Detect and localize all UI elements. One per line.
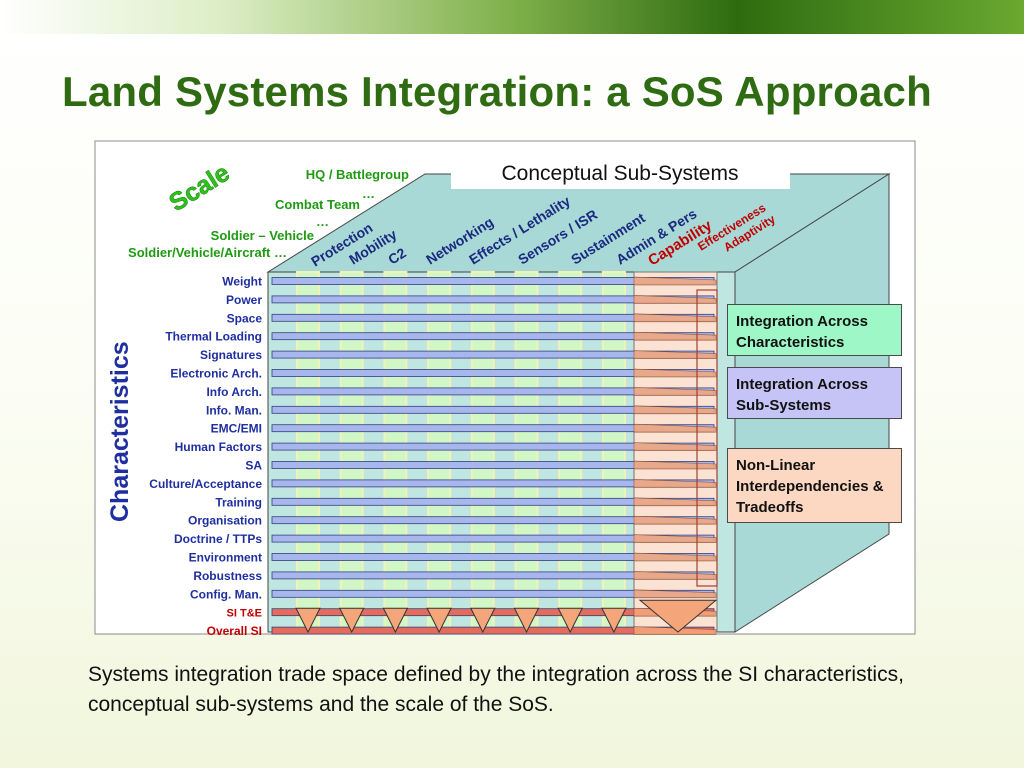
characteristic-label-15: Environment: [189, 551, 262, 565]
scale-ellipsis-2: …: [316, 214, 329, 229]
row-arrow-1: [633, 295, 717, 304]
scale-level-soldier-vehicle-aircraft: Soldier/Vehicle/Aircraft …: [128, 245, 287, 260]
row-arrow-16: [633, 571, 717, 580]
row-arrow-15: [633, 552, 717, 562]
subsystem-arrow-1: [338, 607, 365, 634]
top-decorative-bar: [0, 0, 1024, 34]
capability-arrow: [638, 599, 718, 633]
characteristic-label-5: Electronic Arch.: [170, 367, 262, 381]
legend-integration-across-characteristics: Integration Across Characteristics: [727, 304, 902, 356]
slide-title: Land Systems Integration: a SoS Approach: [62, 68, 932, 115]
legend-integration-across-subsystems: Integration Across Sub-Systems: [727, 367, 902, 419]
row-arrow-2: [633, 313, 717, 323]
characteristic-label-12: Training: [215, 495, 262, 509]
characteristic-label-17: Config. Man.: [190, 587, 262, 601]
characteristic-label-4: Signatures: [200, 348, 262, 362]
characteristic-label-0: Weight: [222, 275, 262, 289]
cube-grid: [271, 271, 718, 635]
characteristic-label-7: Info. Man.: [206, 403, 262, 417]
row-arrow-5: [633, 368, 717, 378]
subsystem-arrow-2: [382, 607, 409, 634]
nonlinear-bracket: [696, 289, 718, 587]
conceptual-label-bg: [451, 158, 790, 189]
row-arrow-12: [633, 497, 717, 507]
characteristic-label-10: SA: [245, 459, 262, 473]
characteristic-label-13: Organisation: [188, 514, 262, 528]
row-arrow-7: [633, 405, 717, 415]
scale-level-soldier-vehicle: Soldier – Vehicle: [211, 228, 314, 243]
row-arrow-17: [633, 589, 717, 599]
characteristic-label-11: Culture/Acceptance: [149, 477, 262, 491]
row-arrow-3: [633, 331, 717, 341]
scale-ellipsis-1: …: [362, 186, 375, 201]
conceptual-subsystems-label: Conceptual Sub-Systems: [502, 162, 739, 185]
scale-level-hq: HQ / Battlegroup: [306, 167, 409, 182]
row-arrow-9: [633, 442, 717, 451]
slide-caption: Systems integration trade space defined …: [88, 663, 904, 716]
legend-nonlinear-interdependencies: Non-Linear Interdependencies & Tradeoffs: [727, 448, 902, 523]
row-arrow-10: [633, 460, 717, 470]
special-row-label-0: SI T&E: [227, 608, 262, 620]
characteristic-label-2: Space: [227, 311, 263, 325]
subsystem-arrow-3: [426, 607, 452, 634]
characteristic-label-14: Doctrine / TTPs: [174, 532, 262, 546]
characteristic-label-16: Robustness: [193, 569, 262, 583]
characteristic-label-3: Thermal Loading: [165, 330, 262, 344]
subsystem-arrow-6: [557, 607, 584, 634]
characteristic-label-9: Human Factors: [175, 440, 263, 454]
row-arrow-4: [633, 350, 717, 359]
subsystem-arrow-5: [513, 607, 540, 634]
characteristics-axis-label: Characteristics: [106, 341, 134, 522]
row-arrow-0: [633, 276, 717, 286]
characteristic-label-6: Info Arch.: [206, 385, 262, 399]
subsystem-arrow-7: [601, 607, 627, 634]
row-arrow-8: [633, 423, 717, 433]
row-arrow-13: [633, 515, 717, 525]
row-arrow-11: [633, 479, 717, 488]
row-arrow-14: [633, 534, 717, 543]
scale-level-combat-team: Combat Team: [275, 197, 360, 212]
characteristic-label-8: EMC/EMI: [211, 422, 262, 436]
subsystem-arrow-0: [295, 607, 321, 634]
row-arrow-19: [633, 626, 717, 635]
subsystem-arrow-4: [469, 607, 496, 634]
special-row-label-1: Overall SI: [207, 624, 262, 638]
row-arrow-6: [633, 387, 717, 396]
characteristic-label-1: Power: [226, 293, 262, 307]
